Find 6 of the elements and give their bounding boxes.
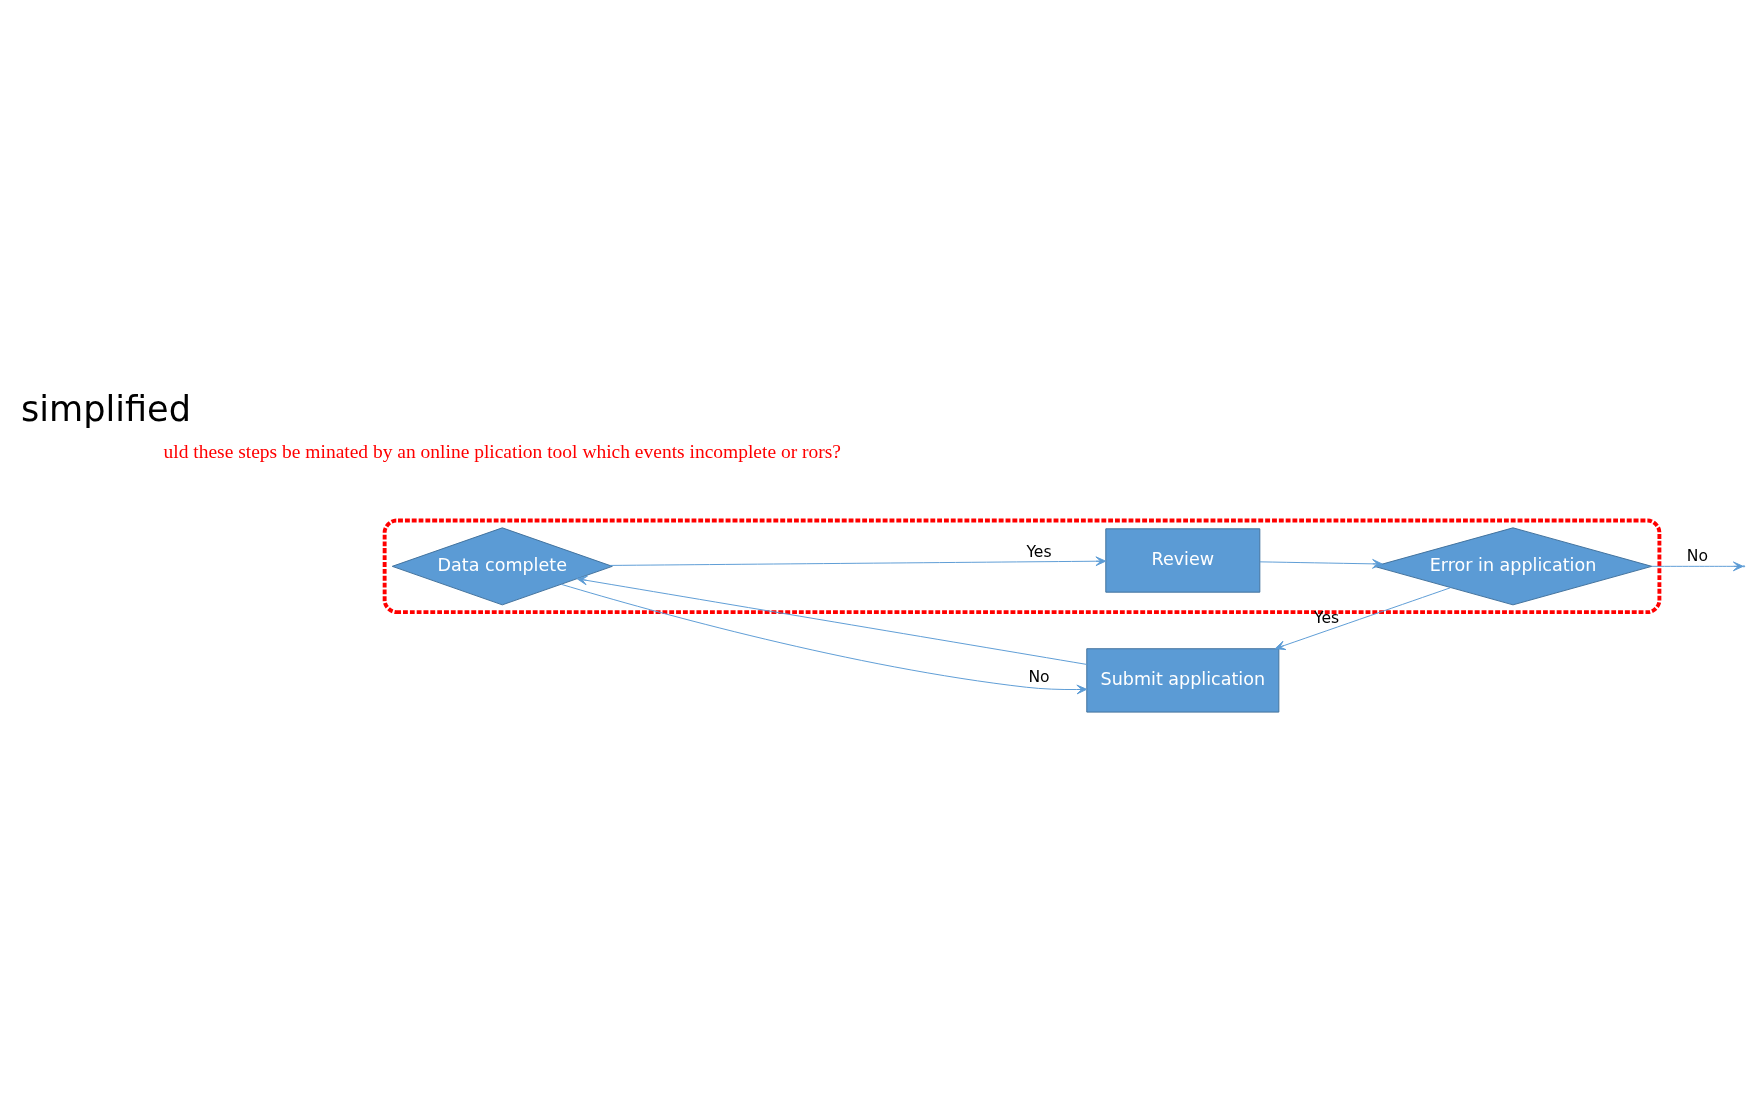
edge-label: No (1028, 668, 1050, 687)
diagram-title: simplified (21, 387, 191, 429)
edge-label: No (1686, 547, 1709, 566)
edge-label: Yes (1314, 608, 1340, 627)
label: uld these steps be minated by an online plication tool which events incomplete or rors? (163, 441, 842, 463)
edge-label: Yes (1026, 543, 1052, 562)
